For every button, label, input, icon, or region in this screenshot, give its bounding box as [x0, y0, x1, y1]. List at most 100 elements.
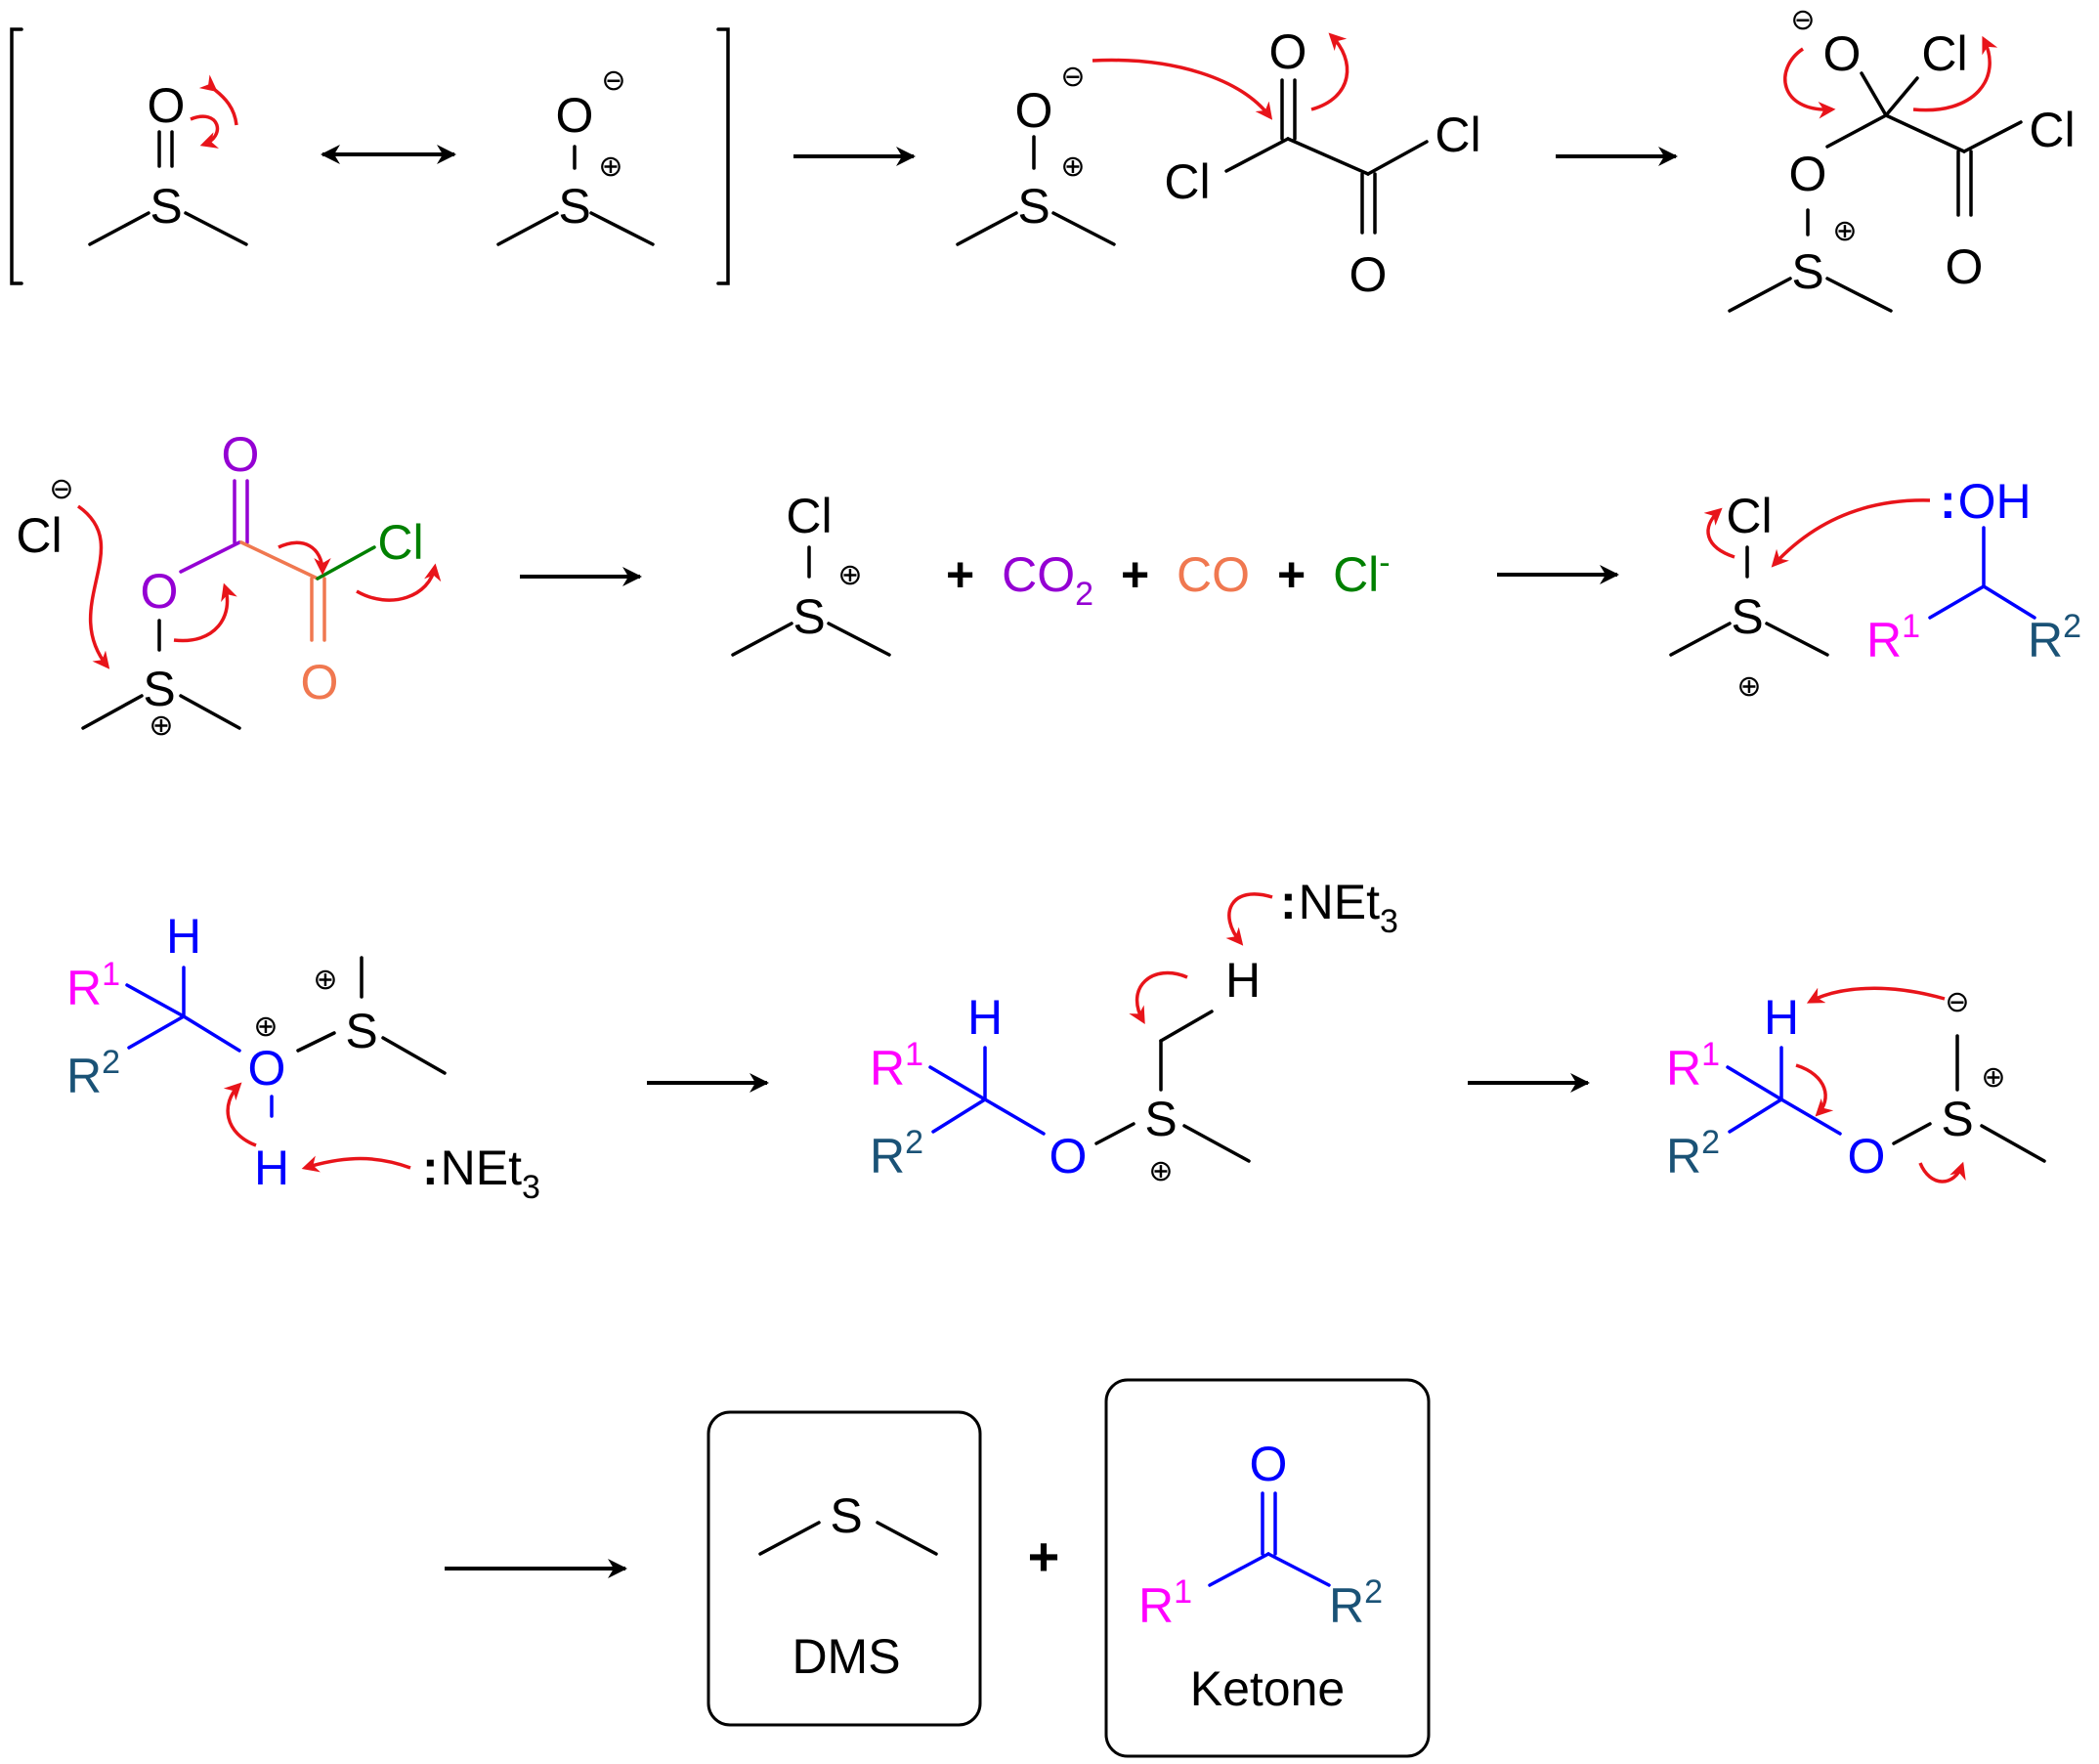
substituent-r1: R1 [66, 956, 120, 1015]
curved-arrow [76, 504, 110, 669]
atom-h: H [254, 1140, 289, 1195]
atom-cl: Cl [1726, 489, 1772, 543]
minus-charge: ⊖ [1790, 4, 1815, 36]
minus-charge: ⊖ [601, 65, 625, 97]
atom-o: O [1349, 247, 1388, 302]
substituent-r1: R1 [1138, 1573, 1192, 1633]
dmso-attacks-oxalyl-chloride: S O ⊖ ⊕ Cl O Cl O [956, 24, 1481, 302]
atom-o: O [1823, 26, 1862, 81]
curved-arrow [1703, 507, 1735, 559]
curved-arrow [278, 540, 331, 576]
atom-cl: Cl [377, 515, 423, 570]
atom-s: S [1144, 1092, 1177, 1146]
row-4-products: S DMS + O R1 R2 Ketone [445, 1378, 1431, 1758]
dmso-double-bond-form: S O [88, 74, 248, 246]
atom-cl: Cl [1164, 154, 1210, 209]
sulfur-ylide-intermediate: R1 R2 H O S ⊕ ⊖ [1666, 986, 2046, 1183]
triethylamine: :NEt3 [422, 1140, 540, 1206]
curved-arrow [1225, 892, 1273, 946]
atom-o: O [1015, 83, 1053, 138]
atom-cl: Cl [786, 489, 832, 543]
chlorosulfonium-and-byproducts: S ⊕ Cl + CO2 + CO + Cl- [731, 489, 1391, 657]
substituent-r2: R2 [66, 1044, 120, 1103]
substituent-r2: R2 [1666, 1124, 1720, 1183]
atom-o: O [556, 88, 594, 143]
curved-arrow [301, 1155, 411, 1173]
oxonium-intermediate: R1 R2 H O ⊕ H S ⊕ :NEt3 [66, 909, 540, 1206]
alcohol-hydroxyl: :OH [1940, 474, 2032, 529]
plus-sign: + [1028, 1526, 1060, 1587]
atom-s: S [792, 589, 825, 644]
atom-h: H [166, 909, 201, 964]
atom-o: O [222, 427, 260, 482]
atom-cl: Cl [1435, 108, 1480, 162]
curved-arrow [1795, 1063, 1834, 1117]
plus-charge: ⊕ [1736, 670, 1761, 703]
curved-arrow [1310, 32, 1349, 111]
label-dms: DMS [792, 1629, 900, 1684]
tetrahedral-intermediate: S O ⊕ O ⊖ Cl Cl O [1728, 4, 2076, 313]
curved-arrow [1783, 47, 1836, 119]
minus-charge: ⊖ [1945, 986, 1969, 1018]
atom-o: O [148, 78, 186, 133]
plus-charge: ⊕ [1981, 1061, 2005, 1094]
minus-charge: ⊖ [1060, 61, 1085, 93]
label-ketone: Ketone [1190, 1661, 1345, 1716]
substituent-r1: R1 [1666, 1036, 1720, 1096]
atom-s: S [830, 1488, 862, 1543]
curved-arrow [190, 114, 220, 149]
product-box-ketone [1104, 1378, 1431, 1758]
minus-charge: ⊖ [49, 473, 73, 505]
atom-o: O [1250, 1437, 1288, 1491]
triethylamine: :NEt3 [1280, 875, 1398, 940]
atom-s: S [143, 662, 175, 716]
plus-charge: ⊕ [1060, 151, 1085, 183]
atom-cl: Cl [1921, 26, 1967, 81]
plus-charge: ⊕ [149, 710, 173, 742]
substituent-r2: R2 [2028, 608, 2081, 667]
atom-h: H [1764, 990, 1799, 1045]
plus-charge: ⊕ [313, 964, 337, 996]
substituent-r2: R2 [1329, 1573, 1383, 1633]
ketone-product: O R1 R2 Ketone [1138, 1437, 1383, 1716]
atom-s: S [345, 1004, 377, 1058]
curved-arrow [1806, 986, 1946, 1004]
dimethyl-sulfide: S DMS [758, 1488, 938, 1684]
curved-arrow [1918, 1161, 1966, 1183]
plus-charge: ⊕ [598, 151, 622, 183]
alkoxysulfonium-intermediate: R1 R2 H O S ⊕ H :NEt3 [870, 875, 1398, 1187]
row-2-fragmentation: Cl ⊖ S ⊕ O O O Cl [16, 427, 2081, 742]
atom-cl: Cl [2029, 103, 2075, 157]
row-3-deprotonation: R1 R2 H O ⊕ H S ⊕ :NEt3 [66, 875, 2046, 1206]
atom-h: H [967, 990, 1003, 1045]
curved-arrow [173, 582, 237, 643]
atom-o: O [1946, 239, 1984, 294]
resonance-bracket-left [10, 27, 23, 285]
row-1-activation: S O S O ⊖ ⊕ S O ⊖ ⊕ [10, 4, 2076, 313]
curved-arrow [1092, 58, 1273, 120]
atom-o: O [1050, 1129, 1088, 1183]
atom-s: S [1017, 179, 1050, 234]
atom-s: S [1941, 1092, 1973, 1146]
plus-charge: ⊕ [1832, 215, 1857, 247]
curved-arrow [1912, 35, 1998, 112]
resonance-bracket-right [716, 27, 730, 285]
substituent-r1: R1 [870, 1036, 923, 1096]
atom-s: S [1731, 589, 1763, 644]
byproducts: + CO2 + CO + Cl- [946, 544, 1391, 616]
curved-arrow [1129, 970, 1188, 1025]
atom-o: O [141, 564, 179, 619]
alcohol-attacks-chlorosulfonium: S ⊕ Cl :OH R1 R2 [1669, 474, 2081, 703]
curved-arrow [356, 563, 442, 602]
atom-o: O [1789, 147, 1827, 201]
substituent-r1: R1 [1866, 608, 1920, 667]
plus-charge: ⊕ [1148, 1155, 1173, 1187]
atom-s: S [558, 179, 590, 234]
atom-o: O [1269, 24, 1307, 79]
atom-o: O [248, 1041, 286, 1096]
dmso-charge-separated-form: S O ⊖ ⊕ [496, 65, 655, 246]
atom-o: O [301, 655, 339, 710]
atom-o: O [1848, 1129, 1886, 1183]
curved-arrow [223, 1082, 257, 1147]
